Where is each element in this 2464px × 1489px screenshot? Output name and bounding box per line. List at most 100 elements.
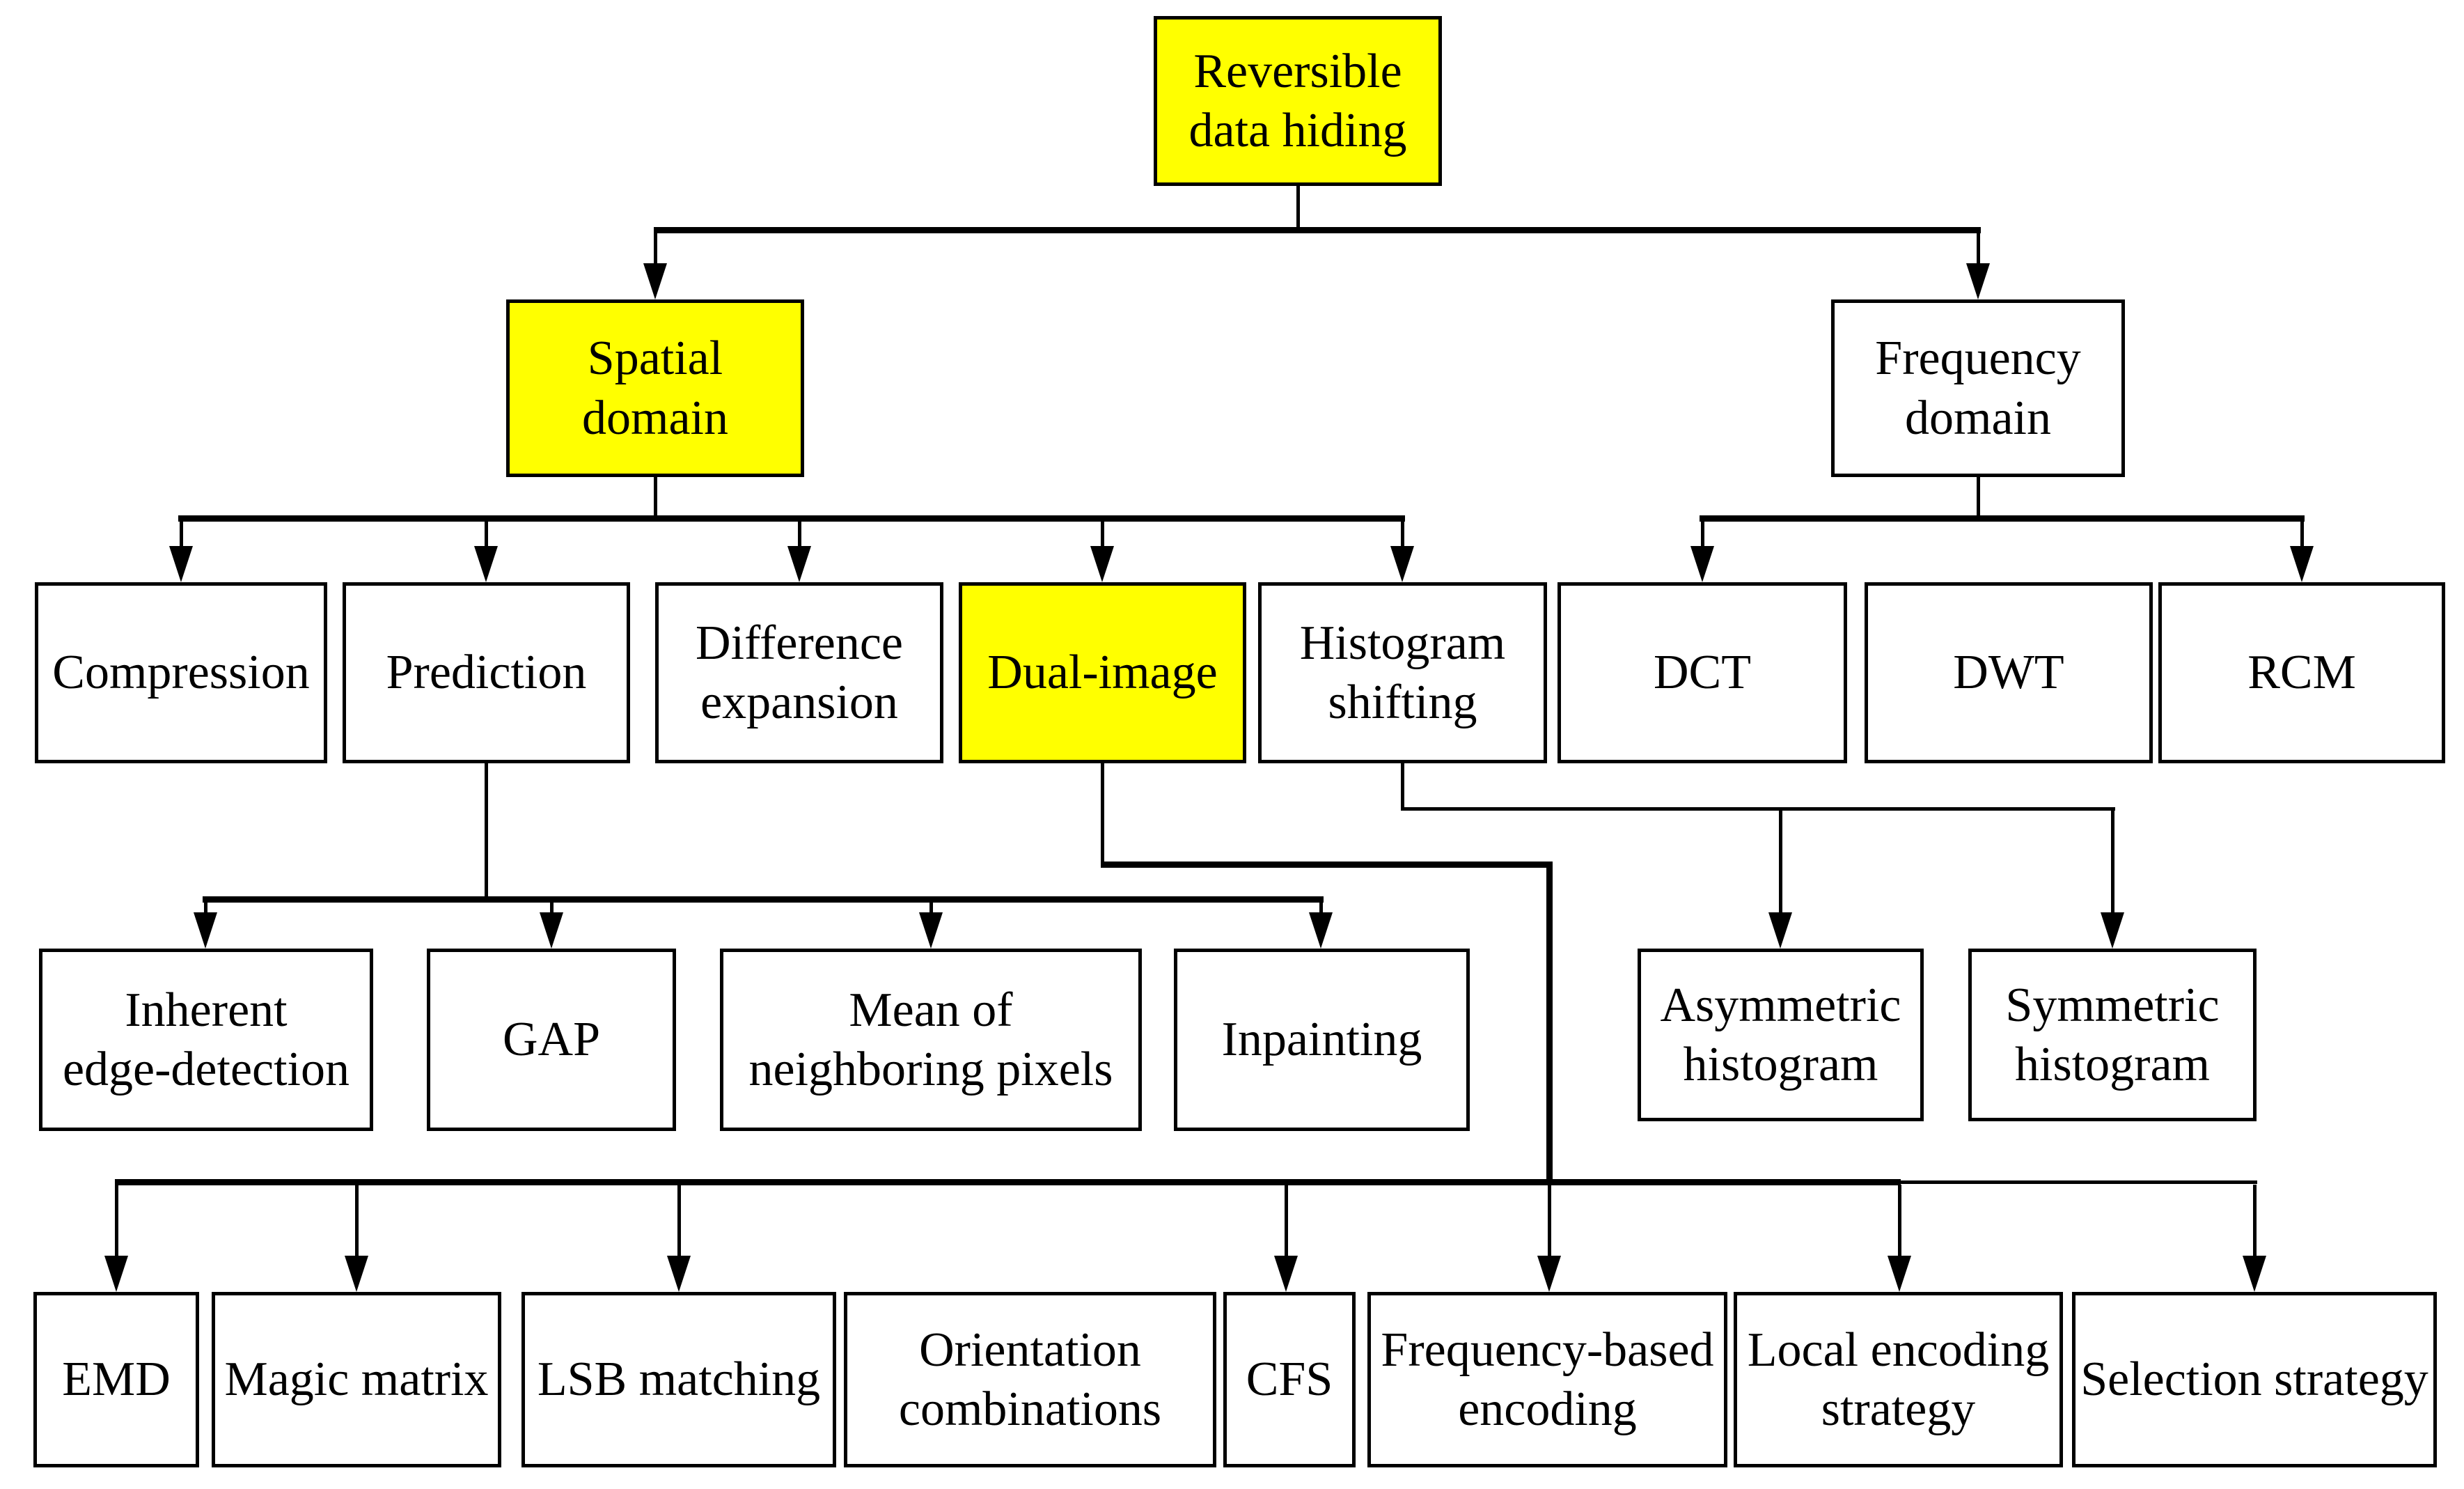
- node-label: Difference expansion: [696, 616, 903, 729]
- node-lsb-matching: LSB matching: [521, 1292, 836, 1467]
- node-cfs: CFS: [1223, 1292, 1356, 1467]
- node-label: Spatial domain: [582, 332, 728, 445]
- node-dwt: DWT: [1865, 582, 2153, 763]
- connector-line: [654, 477, 657, 518]
- node-magic-matrix: Magic matrix: [212, 1292, 501, 1467]
- arrow-down-icon: [540, 912, 563, 949]
- node-label: DCT: [1654, 646, 1751, 700]
- node-label: RCM: [2247, 646, 2356, 700]
- node-mean-of-neighboring-pixels: Mean of neighboring pixels: [720, 949, 1142, 1131]
- connector-line: [1401, 807, 2115, 811]
- arrow-down-icon: [345, 1256, 368, 1292]
- node-compression: Compression: [35, 582, 327, 763]
- connector-line: [204, 903, 207, 912]
- arrow-down-icon: [1309, 912, 1333, 949]
- node-label: Asymmetric histogram: [1660, 978, 1901, 1091]
- node-label: Local encoding strategy: [1747, 1323, 2050, 1436]
- node-emd: EMD: [33, 1292, 199, 1467]
- connector-line: [1701, 522, 1704, 546]
- node-difference-expansion: Difference expansion: [655, 582, 943, 763]
- connector-line: [1700, 515, 2305, 522]
- node-symmetric-histogram: Symmetric histogram: [1968, 949, 2257, 1121]
- connector-line: [1548, 1182, 1551, 1256]
- connector-line: [677, 1185, 681, 1256]
- connector-line: [1319, 903, 1323, 912]
- node-label: Frequency-based encoding: [1381, 1323, 1714, 1436]
- node-frequency-domain: Frequency domain: [1831, 299, 2125, 477]
- node-label: Symmetric histogram: [2005, 978, 2220, 1091]
- connector-line: [485, 522, 488, 546]
- node-orientation-combinations: Orientation combinations: [844, 1292, 1216, 1467]
- node-label: Inpainting: [1221, 1013, 1422, 1067]
- node-label: GAP: [502, 1013, 601, 1067]
- node-label: Frequency domain: [1875, 332, 2081, 445]
- connector-line: [1977, 477, 1980, 518]
- connector-line: [1401, 763, 1404, 809]
- node-label: Selection strategy: [2080, 1352, 2428, 1407]
- connector-line: [1546, 862, 1553, 1182]
- node-label: Orientation combinations: [898, 1323, 1162, 1436]
- connector-line: [203, 896, 1324, 903]
- node-label: Histogram shifting: [1299, 616, 1506, 729]
- connector-line: [355, 1185, 359, 1256]
- arrow-down-icon: [643, 263, 667, 299]
- connector-line: [485, 763, 488, 899]
- arrow-down-icon: [1966, 263, 1990, 299]
- node-gap: GAP: [427, 949, 676, 1131]
- connector-line: [1899, 1180, 2257, 1184]
- arrow-down-icon: [1888, 1256, 1911, 1292]
- arrow-down-icon: [2101, 912, 2124, 949]
- node-label: EMD: [62, 1352, 171, 1407]
- connector-line: [2300, 522, 2304, 546]
- arrow-down-icon: [1390, 546, 1414, 582]
- arrow-down-icon: [1537, 1256, 1561, 1292]
- node-label: Inherent edge-detection: [62, 983, 350, 1096]
- connector-line: [1101, 522, 1104, 546]
- arrow-down-icon: [787, 546, 811, 582]
- connector-line: [654, 227, 1981, 233]
- arrow-down-icon: [1090, 546, 1114, 582]
- connector-line: [2253, 1185, 2257, 1256]
- node-dual-image: Dual-image: [959, 582, 1246, 763]
- node-local-encoding-strategy: Local encoding strategy: [1734, 1292, 2063, 1467]
- arrow-down-icon: [1768, 912, 1792, 949]
- node-label: Compression: [52, 646, 310, 700]
- node-frequency-based-encoding: Frequency-based encoding: [1367, 1292, 1727, 1467]
- connector-line: [2111, 809, 2114, 912]
- connector-line: [1101, 862, 1552, 868]
- arrow-down-icon: [919, 912, 943, 949]
- node-label: Mean of neighboring pixels: [748, 983, 1113, 1096]
- connector-line: [654, 230, 657, 263]
- arrow-down-icon: [1690, 546, 1714, 582]
- connector-line: [178, 515, 1405, 522]
- node-inherent-edge-detection: Inherent edge-detection: [39, 949, 373, 1131]
- node-spatial-domain: Spatial domain: [506, 299, 804, 477]
- node-inpainting: Inpainting: [1174, 949, 1470, 1131]
- node-prediction: Prediction: [343, 582, 630, 763]
- node-dct: DCT: [1557, 582, 1847, 763]
- connector-line: [1779, 809, 1782, 912]
- node-label: CFS: [1246, 1352, 1333, 1407]
- node-reversible-data-hiding: Reversible data hiding: [1154, 16, 1442, 186]
- arrow-down-icon: [667, 1256, 691, 1292]
- arrow-down-icon: [2243, 1256, 2266, 1292]
- connector-line: [1296, 186, 1300, 230]
- connector-line: [1898, 1185, 1901, 1256]
- connector-line: [180, 522, 183, 546]
- connector-line: [1401, 522, 1404, 546]
- node-label: DWT: [1953, 646, 2064, 700]
- arrow-down-icon: [1274, 1256, 1298, 1292]
- connector-line: [929, 903, 933, 912]
- node-label: Dual-image: [987, 646, 1218, 700]
- connector-line: [1285, 1185, 1288, 1256]
- node-label: Prediction: [386, 646, 587, 700]
- node-selection-strategy: Selection strategy: [2072, 1292, 2437, 1467]
- node-label: Magic matrix: [224, 1352, 489, 1407]
- arrow-down-icon: [2290, 546, 2314, 582]
- connector-line: [115, 1179, 1901, 1185]
- arrow-down-icon: [474, 546, 498, 582]
- connector-line: [798, 522, 801, 546]
- node-rcm: RCM: [2158, 582, 2445, 763]
- connector-line: [550, 903, 554, 912]
